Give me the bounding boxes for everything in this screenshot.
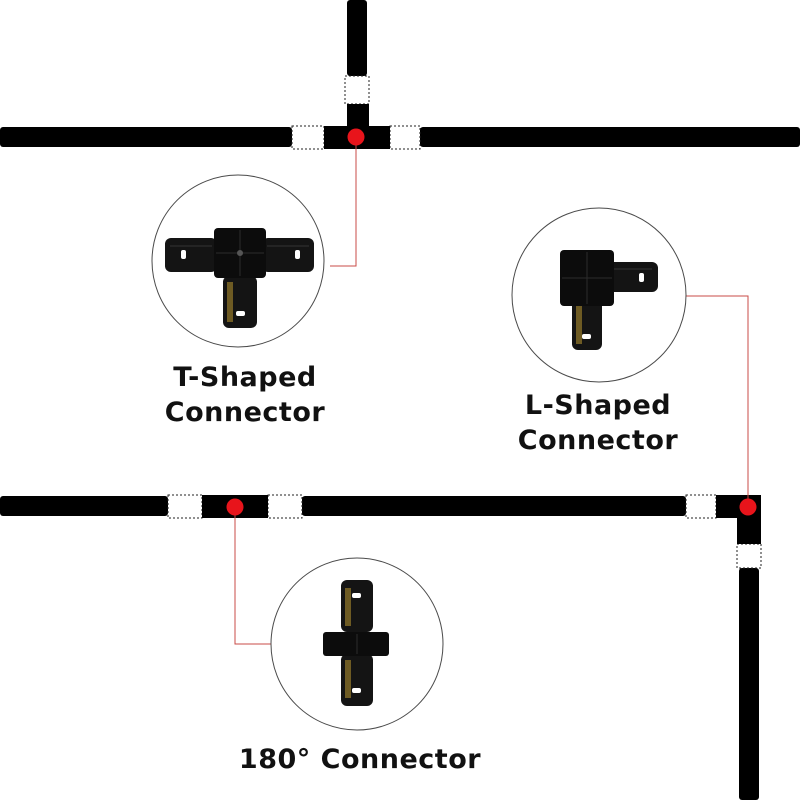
gap-box-t-left [291, 125, 325, 150]
marker-straight [226, 498, 244, 516]
leader-lines [234, 137, 749, 645]
track-rail-top-right [420, 127, 800, 147]
leader-line-straight [234, 507, 272, 645]
screw-hole-icon [295, 250, 300, 259]
track-rail-top-vertical [347, 0, 367, 76]
gap-box-l-bottom [736, 543, 762, 569]
marker-t [347, 128, 365, 146]
gap-box-straight-left [167, 494, 203, 519]
l-connector-label: L-Shaped Connector [493, 388, 703, 458]
screw-hole-icon [352, 593, 361, 598]
screw-hole-icon [639, 273, 644, 282]
gap-box-straight-right [267, 494, 303, 519]
rail-gap-markers [167, 75, 762, 569]
leader-line-t [330, 137, 357, 267]
track-rail-bottom-middle [302, 496, 686, 516]
straight-connector-label-text: 180° Connector [238, 744, 482, 775]
gap-box-l-left [685, 494, 717, 519]
t-connector-label: T-Shaped Connector [140, 360, 350, 430]
track-rail-top-left [0, 127, 292, 147]
l-connector-illustration [560, 250, 658, 350]
screw-hole-icon [582, 334, 591, 339]
t-connector-label-line2: Connector [164, 397, 326, 428]
track-rail-right-vertical [739, 568, 759, 800]
gap-box-t-right [389, 125, 421, 150]
marker-l [739, 498, 757, 516]
rail-connector-blocks [202, 104, 761, 544]
screw-hole-icon [352, 688, 361, 693]
l-connector-label-line1: L-Shaped [524, 390, 672, 421]
screw-hole-icon [236, 311, 245, 316]
gap-box-t-top [344, 75, 370, 105]
t-connector-illustration [165, 228, 314, 328]
t-connector-label-line1: T-Shaped [173, 362, 317, 393]
l-connector-label-line2: Connector [517, 425, 679, 456]
track-rail-bottom-left [0, 496, 168, 516]
leader-line-l [686, 295, 749, 507]
t-connector-block [324, 104, 390, 149]
screw-hole-icon [181, 250, 186, 259]
red-markers [226, 128, 757, 516]
straight-connector-illustration [323, 580, 389, 706]
straight-connector-label: 180° Connector [210, 742, 510, 777]
